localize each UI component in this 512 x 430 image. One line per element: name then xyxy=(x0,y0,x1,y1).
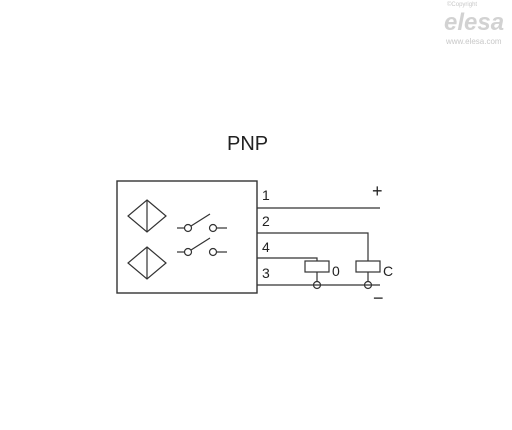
wire-pin-2 xyxy=(257,232,369,261)
load-0 xyxy=(304,260,330,290)
pin-label-4: 4 xyxy=(262,239,270,255)
switch-contact-no xyxy=(177,213,227,233)
sensor-body xyxy=(116,180,258,294)
sensor-symbol-bottom xyxy=(127,246,167,280)
diagram-title: PNP xyxy=(227,133,268,155)
watermark-logo: elesa xyxy=(444,9,504,36)
plus-sign: + xyxy=(372,181,383,201)
pin-label-3: 3 xyxy=(262,265,270,281)
load-label-c: C xyxy=(383,263,393,279)
minus-sign: − xyxy=(373,288,384,308)
watermark-copyright: ©Copyright xyxy=(447,1,477,8)
wire-pin-4 xyxy=(257,257,318,261)
load-label-0: 0 xyxy=(332,263,340,279)
switch-contact-nc xyxy=(177,237,227,257)
load-c xyxy=(355,260,381,290)
sensor-symbol-top xyxy=(127,199,167,233)
pin-label-1: 1 xyxy=(262,187,270,203)
watermark-url: www.elesa.com xyxy=(445,37,502,46)
pin-label-2: 2 xyxy=(262,213,270,229)
